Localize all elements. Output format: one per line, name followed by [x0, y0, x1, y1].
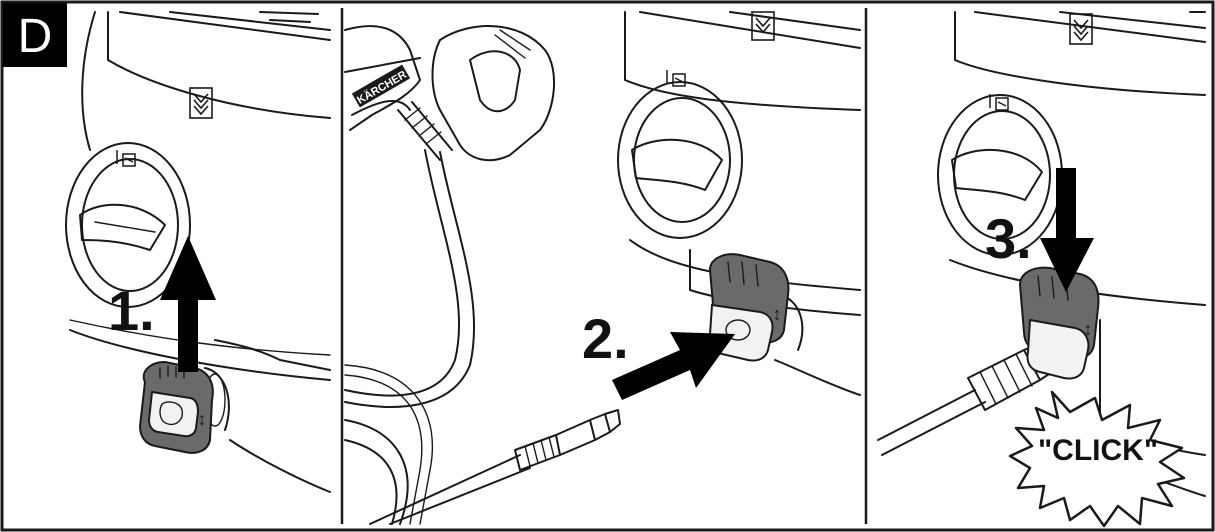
socket-icon: [116, 150, 136, 167]
step-1-number: 1.: [108, 279, 155, 342]
machine-logo-icon-2: [751, 11, 775, 41]
arrow-right-icon: [612, 332, 735, 400]
panel-2: KÄRCHER: [344, 11, 861, 525]
hose-connector-2: [514, 409, 621, 471]
panel-1: ↕ 1.: [65, 11, 331, 493]
step-3-number: 3.: [985, 207, 1032, 270]
click-text: "CLICK": [1038, 434, 1158, 467]
quick-coupling-clip-1: ↕: [138, 360, 230, 454]
svg-text:↕: ↕: [1084, 319, 1093, 339]
figure-label: D: [3, 3, 67, 67]
svg-text:↕: ↕: [773, 304, 782, 324]
arrow-down-icon: [1040, 168, 1094, 292]
spray-gun-brand: KÄRCHER: [351, 64, 411, 108]
quick-coupling-clip-3: ↕: [1018, 266, 1100, 380]
step-2-number: 2.: [582, 307, 629, 370]
machine-logo-icon: [189, 87, 213, 119]
arrow-up-icon: [160, 236, 216, 372]
machine-logo-icon-3: [1069, 13, 1093, 45]
click-burst-icon: "CLICK": [1008, 390, 1186, 528]
svg-text:↕: ↕: [198, 409, 207, 429]
panel-3: ↕ 3. "CLICK": [877, 11, 1206, 528]
figure-label-text: D: [18, 10, 53, 63]
